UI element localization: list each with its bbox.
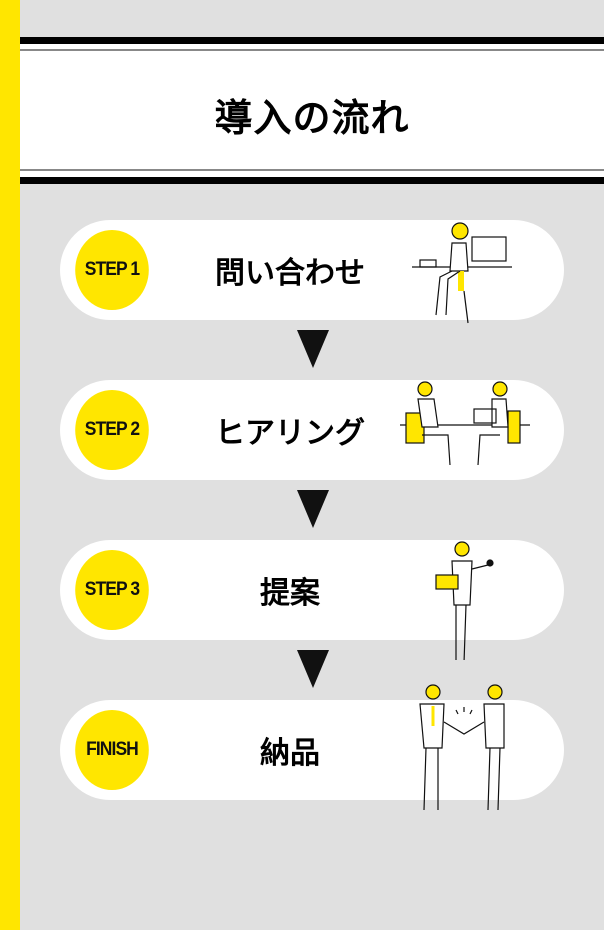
divider [20,37,604,44]
divider [20,177,604,184]
step-badge: STEP 1 [75,230,149,310]
handshake-icon [419,684,505,811]
step-finish: FINISH 納品 [60,684,564,811]
step-1: STEP 1 問い合わせ [60,220,564,324]
step-badge: FINISH [75,710,149,790]
divider [20,169,604,171]
page-title: 導入の流れ [214,96,410,140]
step-badge: STEP 3 [75,550,149,630]
divider [20,49,604,51]
down-arrow-icon [297,650,329,688]
step-badge: STEP 2 [75,390,149,470]
person-on-phone-at-desk-icon [412,222,512,324]
yellow-side-bar [0,0,20,930]
meeting-at-table-icon [400,381,530,466]
down-arrow-icon [297,330,329,368]
step-label: ヒアリング [215,416,365,451]
step-label: 問い合わせ [215,256,365,291]
step-2: STEP 2 ヒアリング [60,380,564,480]
step-label: 提案 [260,576,320,611]
down-arrow-icon [297,490,329,528]
header: 導入の流れ [20,37,604,184]
step-label: 納品 [260,736,320,771]
step-3: STEP 3 提案 [60,540,564,660]
person-presenting-icon [435,541,494,660]
